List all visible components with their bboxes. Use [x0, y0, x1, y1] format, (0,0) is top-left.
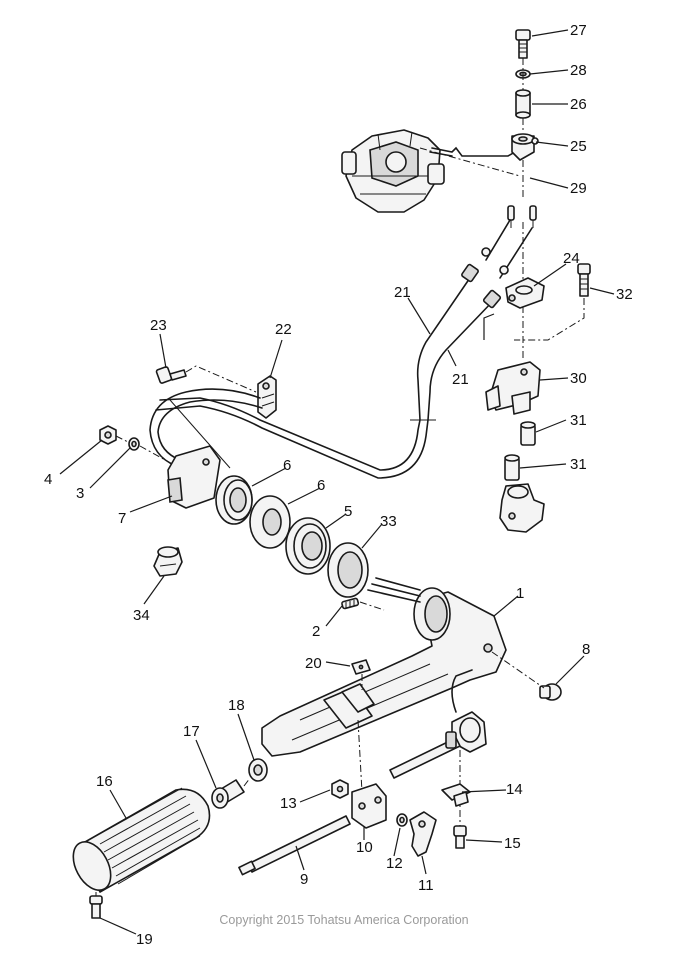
plate-7: [167, 445, 221, 509]
cam-housing: [499, 483, 545, 533]
label-19: 19: [136, 931, 153, 948]
label-15: 15: [504, 835, 521, 852]
label-6b: 6: [317, 477, 325, 494]
label-3: 3: [76, 485, 84, 502]
carburetor: [341, 129, 445, 213]
grommet-6a: [215, 475, 253, 525]
spacers-31: [504, 421, 536, 481]
part-number-labels: 27 28 26 25 29 24 32 21 21 22 23 30 31 3…: [44, 22, 633, 948]
label-31a: 31: [570, 412, 587, 429]
label-10: 10: [356, 839, 373, 856]
label-6a: 6: [283, 457, 291, 474]
label-17: 17: [183, 723, 200, 740]
throttle-arm-25: [511, 133, 539, 161]
label-7: 7: [118, 510, 126, 527]
bushing-18: [248, 758, 268, 782]
ring-33: [327, 542, 369, 598]
label-4: 4: [44, 471, 52, 488]
grommet-34: [153, 546, 183, 577]
nut-13: [331, 779, 349, 799]
ring-5: [285, 517, 331, 575]
plate-20: [351, 659, 371, 675]
screw-23: [155, 366, 187, 384]
collar-26: [515, 89, 531, 119]
screw-2: [341, 597, 360, 610]
label-24: 24: [563, 250, 580, 267]
pins-29: [507, 205, 537, 228]
label-16: 16: [96, 773, 113, 790]
label-26: 26: [570, 96, 587, 113]
label-25: 25: [570, 138, 587, 155]
grommet-6b: [249, 495, 291, 549]
cap-8: [539, 683, 562, 701]
bolt-27: [515, 29, 531, 59]
label-27: 27: [570, 22, 587, 39]
label-31b: 31: [570, 456, 587, 473]
bolt-32: [577, 263, 591, 297]
label-22: 22: [275, 321, 292, 338]
screw-19: [89, 895, 103, 919]
label-29: 29: [570, 180, 587, 197]
label-1: 1: [516, 585, 524, 602]
tiller-arm-1: [261, 587, 507, 757]
label-18: 18: [228, 697, 245, 714]
label-2: 2: [312, 623, 320, 640]
label-34: 34: [133, 607, 150, 624]
spring-plate-14: [441, 783, 471, 807]
label-11: 11: [418, 877, 434, 894]
label-21b: 21: [452, 371, 469, 388]
nut-4: [99, 425, 117, 445]
label-28: 28: [570, 62, 587, 79]
leader-lines: [59, 29, 615, 935]
label-33: 33: [380, 513, 397, 530]
throttle-cables-21: [416, 263, 502, 421]
label-9: 9: [300, 871, 308, 888]
label-32: 32: [616, 286, 633, 303]
label-14: 14: [506, 781, 523, 798]
knob-11: [409, 811, 437, 857]
copyright-notice: Copyright 2015 Tohatsu America Corporati…: [219, 913, 469, 927]
label-5: 5: [344, 503, 352, 520]
label-20: 20: [305, 655, 322, 672]
label-21a: 21: [394, 284, 411, 301]
stop-switch-assembly: [389, 669, 487, 779]
block-10: [351, 783, 387, 829]
bracket-30: [483, 313, 541, 415]
screw-15: [453, 825, 467, 849]
collar-17: [211, 779, 245, 809]
grip-16: [72, 787, 211, 893]
shaft-9: [238, 815, 351, 876]
cable-clamp-22: [257, 375, 277, 419]
label-13: 13: [280, 795, 297, 812]
label-23: 23: [150, 317, 167, 334]
label-12: 12: [386, 855, 403, 872]
label-30: 30: [570, 370, 587, 387]
label-8: 8: [582, 641, 590, 658]
